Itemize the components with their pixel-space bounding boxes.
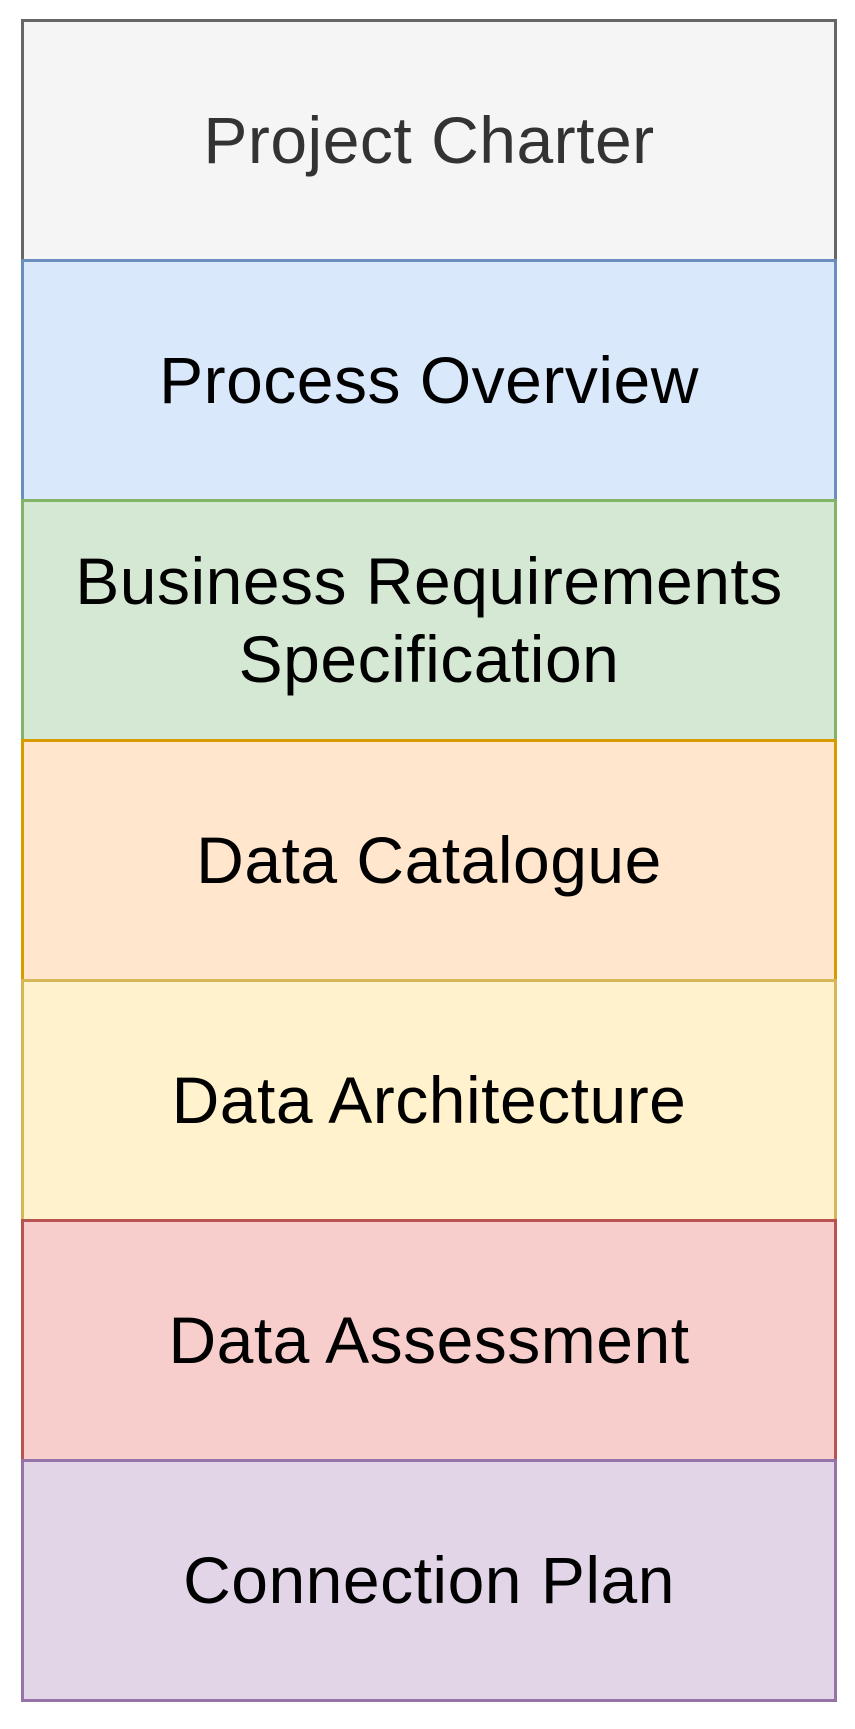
diagram-box-label: Data Assessment: [168, 1302, 690, 1377]
diagram-box-project-charter: Project Charter: [21, 19, 837, 262]
diagram-box-label: Data Architecture: [171, 1062, 687, 1137]
diagram-box-data-architecture: Data Architecture: [21, 979, 837, 1222]
diagram-box-label: Process Overview: [159, 342, 699, 417]
diagram-box-label: Data Catalogue: [196, 822, 662, 897]
diagram-box-label: Business Requirements Specification: [75, 543, 783, 696]
diagram-box-data-assessment: Data Assessment: [21, 1219, 837, 1462]
diagram-box-label: Project Charter: [203, 102, 655, 177]
diagram-box-connection-plan: Connection Plan: [21, 1459, 837, 1702]
diagram-box-label: Connection Plan: [183, 1542, 675, 1617]
diagram-box-data-catalogue: Data Catalogue: [21, 739, 837, 982]
diagram-box-business-requirements-specification: Business Requirements Specification: [21, 499, 837, 742]
diagram-box-process-overview: Process Overview: [21, 259, 837, 502]
